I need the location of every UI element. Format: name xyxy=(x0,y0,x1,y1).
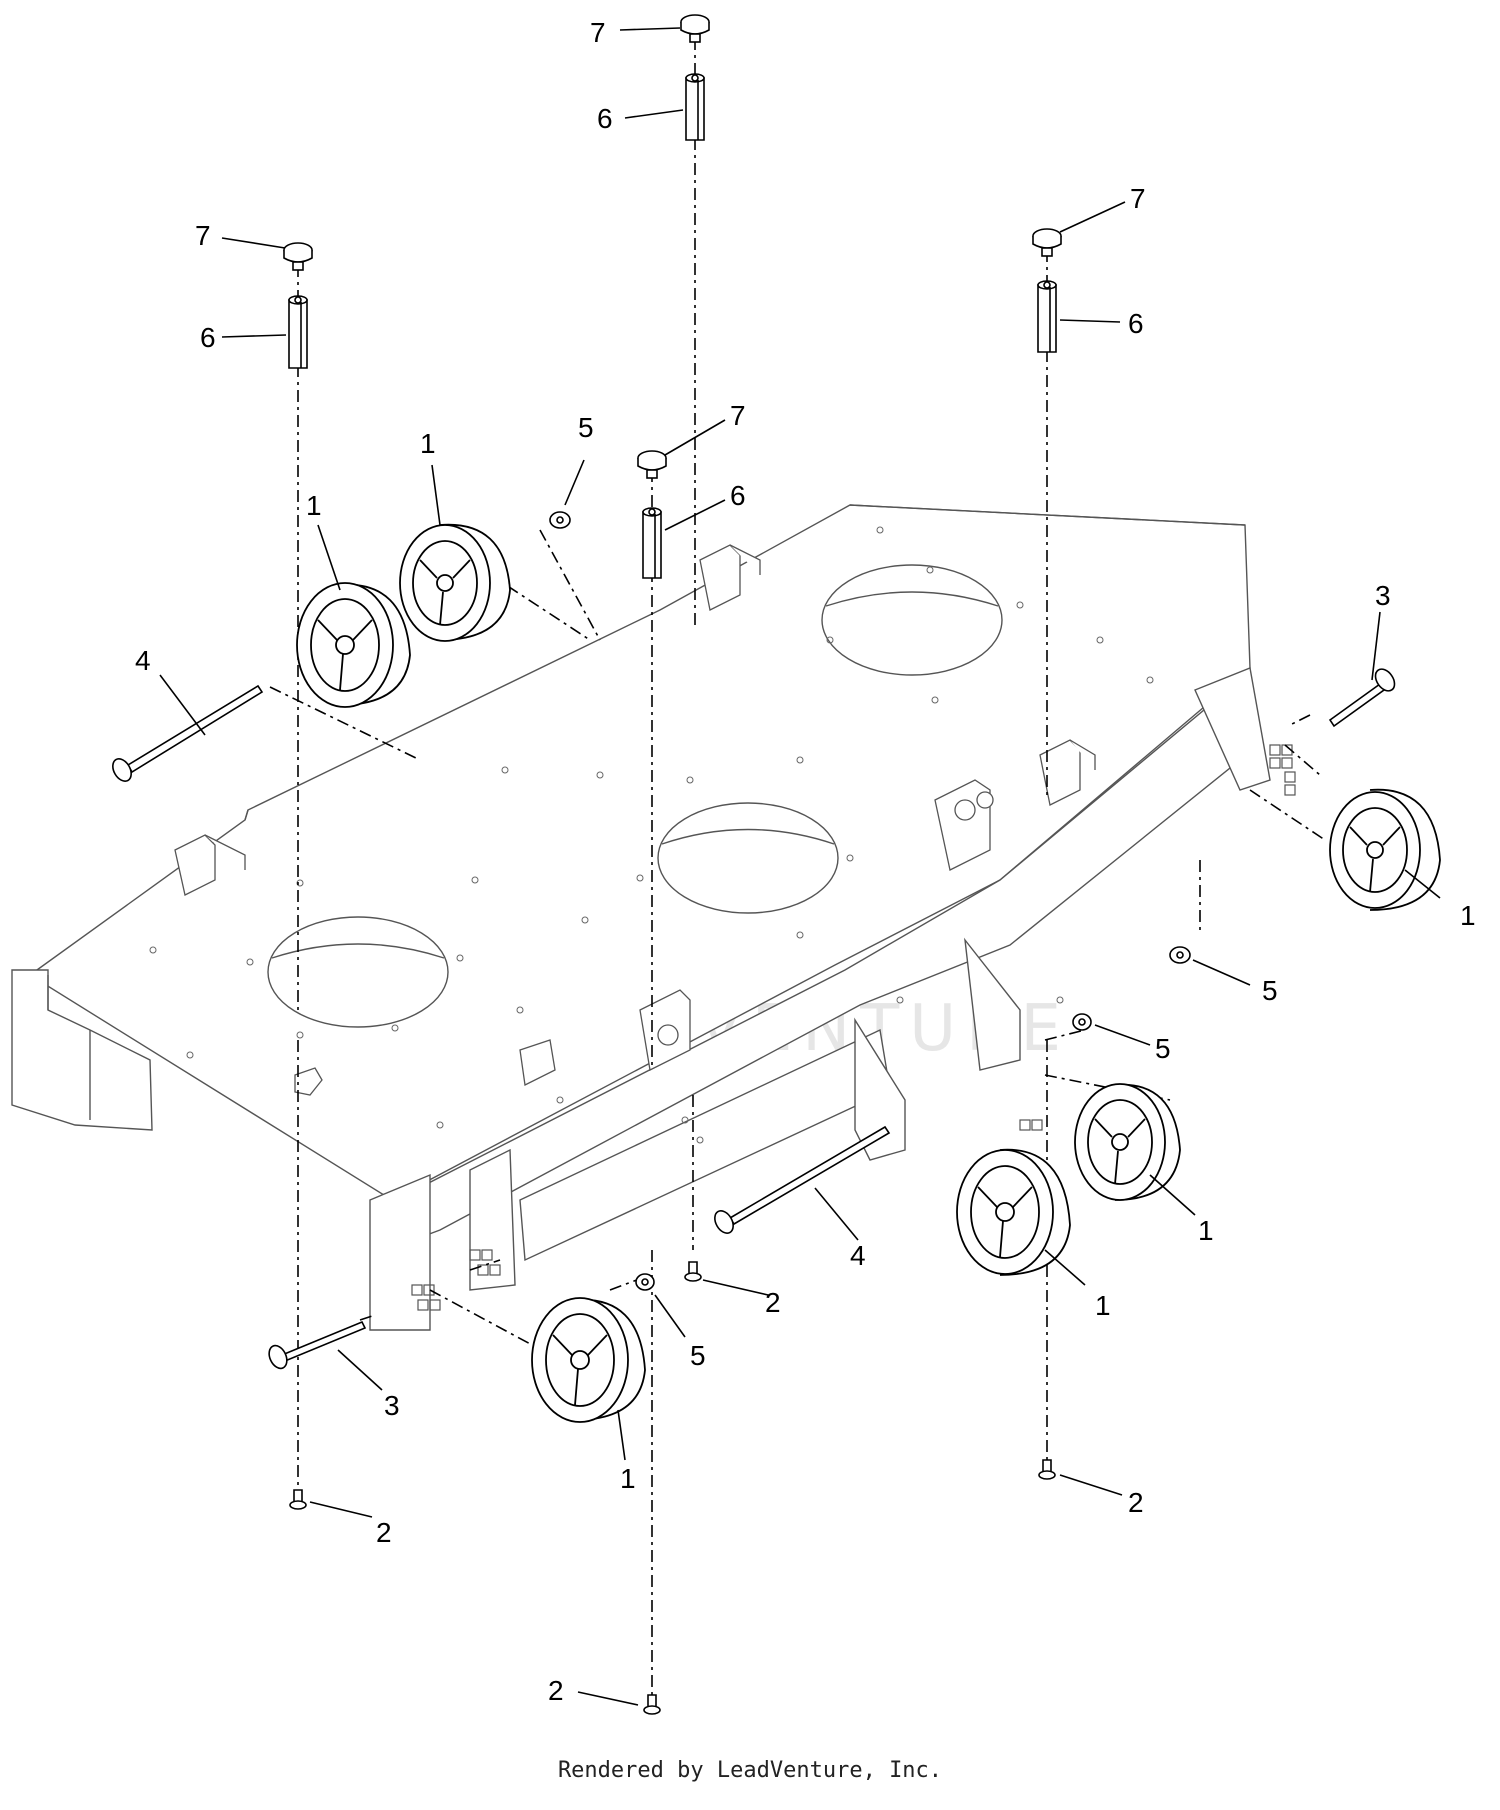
deck-brackets xyxy=(174,544,1096,1096)
callout-2-mid: 2 xyxy=(765,1287,781,1318)
wheels-1 xyxy=(296,523,1441,1423)
callout-2-bottom: 2 xyxy=(548,1675,564,1706)
callout-2-right: 2 xyxy=(1128,1487,1144,1518)
cap-7 xyxy=(283,14,1062,479)
deck-slots xyxy=(411,744,1296,1311)
blade-openings xyxy=(267,564,1003,1028)
spacer-6 xyxy=(288,73,1057,579)
callout-7-top: 7 xyxy=(590,17,606,48)
callout-7-center: 7 xyxy=(730,400,746,431)
callout-4-front: 4 xyxy=(850,1240,866,1271)
callout-3-front: 3 xyxy=(384,1390,400,1421)
render-credit: Rendered by LeadVenture, Inc. xyxy=(557,1758,943,1783)
callout-1-right: 1 xyxy=(1460,900,1476,931)
callout-3-right: 3 xyxy=(1375,580,1391,611)
mower-deck xyxy=(11,504,1271,1331)
leader-lines xyxy=(159,27,1441,1706)
nut-5 xyxy=(549,511,1191,1291)
callout-1-front-b: 1 xyxy=(1095,1290,1111,1321)
callout-1-b: 1 xyxy=(306,490,322,521)
callout-7-left: 7 xyxy=(195,220,211,251)
callouts: 7 6 7 6 7 6 7 6 5 1 1 4 3 1 5 5 1 1 4 2 … xyxy=(135,17,1476,1706)
deck-holes xyxy=(149,526,1154,1144)
callout-5-right-b: 5 xyxy=(1155,1033,1171,1064)
callout-5-front: 5 xyxy=(690,1340,706,1371)
callout-6-right: 6 xyxy=(1128,308,1144,339)
callout-7-right: 7 xyxy=(1130,183,1146,214)
callout-6-top: 6 xyxy=(597,103,613,134)
callout-5-top: 5 xyxy=(578,412,594,443)
axle-bolts xyxy=(112,668,1396,1370)
callout-4-left: 4 xyxy=(135,645,151,676)
callout-1-a: 1 xyxy=(420,428,436,459)
callout-5-right-a: 5 xyxy=(1262,975,1278,1006)
bolt-2 xyxy=(289,1261,1056,1715)
callout-6-center: 6 xyxy=(730,480,746,511)
callout-1-front-a: 1 xyxy=(1198,1215,1214,1246)
callout-1-front-left: 1 xyxy=(620,1463,636,1494)
callout-2-left: 2 xyxy=(376,1517,392,1548)
callout-6-left: 6 xyxy=(200,322,216,353)
